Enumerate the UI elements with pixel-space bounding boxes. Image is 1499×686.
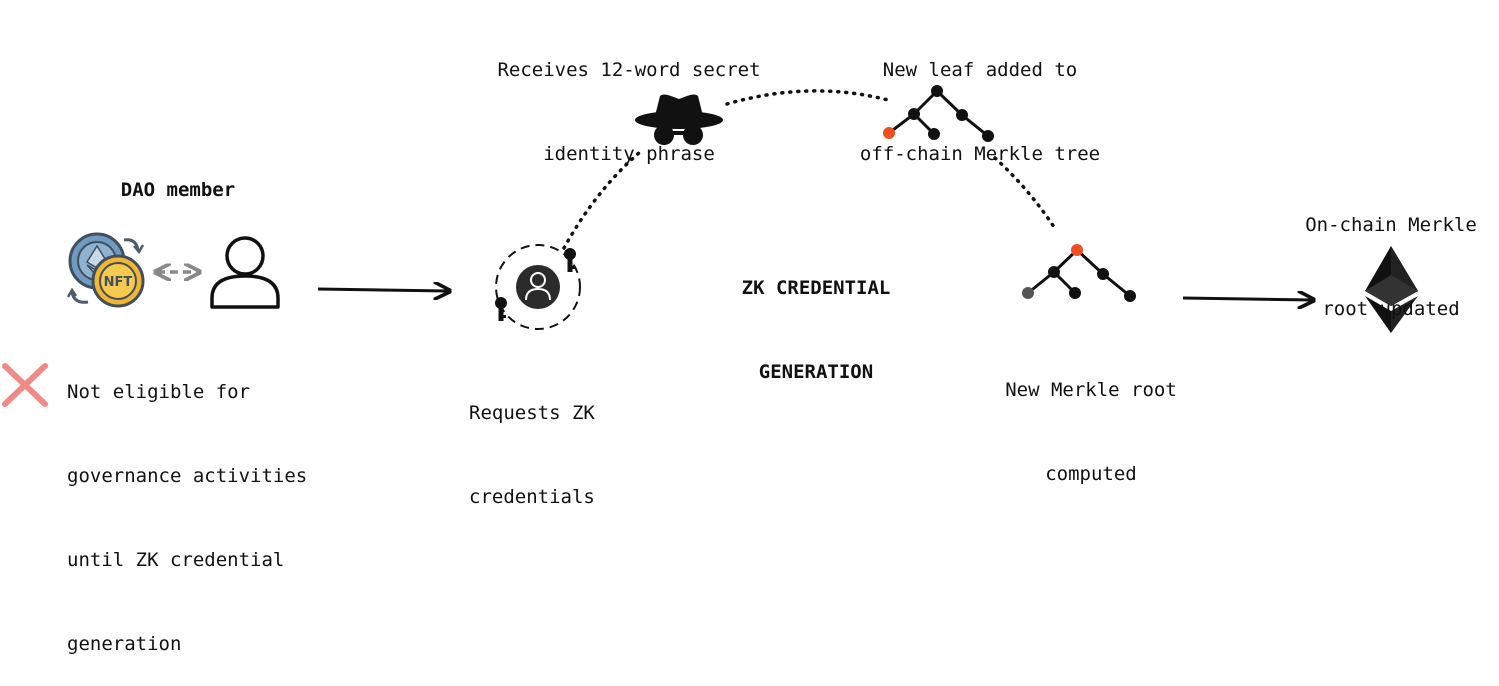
caption-line: New Merkle root (1005, 379, 1177, 401)
caption-line: credentials (469, 486, 595, 508)
spy-hat-glasses-icon (635, 94, 723, 145)
svg-text:NFT: NFT (104, 275, 133, 290)
dao-member-title: DAO member (120, 179, 236, 201)
onchain-caption: On-chain Merkle root updated (1291, 155, 1491, 351)
caption-line: On-chain Merkle (1305, 214, 1477, 236)
caption-line: root updated (1322, 298, 1460, 320)
caption-line: computed (1045, 463, 1137, 485)
arrow-to-request (317, 289, 448, 291)
caption-line: Receives 12-word secret (497, 59, 761, 81)
request-caption: Requests ZK credentials (469, 343, 595, 539)
dotted-connector (993, 156, 1058, 232)
center-title: ZK CREDENTIAL GENERATION (706, 218, 926, 414)
user-icon (210, 236, 280, 309)
title-line: GENERATION (758, 361, 874, 383)
root-caption: New Merkle root computed (991, 320, 1191, 516)
title-line: ZK CREDENTIAL (741, 277, 891, 299)
key-icon (564, 248, 576, 272)
merkle-tree-icon (883, 85, 994, 142)
status-line: generation (67, 633, 182, 655)
secret-caption: Receives 12-word secret identity phrase (479, 0, 779, 196)
merkle-tree-icon (1022, 244, 1136, 302)
dotted-connector (562, 150, 642, 250)
key-icon (495, 297, 507, 321)
status-line: until ZK credential (67, 549, 285, 571)
caption-line: Requests ZK (469, 402, 595, 424)
caption-line: New leaf added to (882, 59, 1078, 81)
status-line: governance activities (67, 465, 308, 487)
arrow-to-onchain (1182, 298, 1312, 300)
crypto-nft-assets-icon: NFT (66, 232, 145, 308)
ethereum-icon (1365, 246, 1418, 333)
caption-line: identity phrase (543, 143, 715, 165)
eligibility-status: Not eligible for governance activities u… (67, 322, 307, 686)
leaf-caption: New leaf added to off-chain Merkle tree (840, 0, 1120, 196)
status-line: Not eligible for (67, 381, 251, 403)
user-circle-icon (495, 244, 581, 330)
x-mark-icon (2, 363, 48, 407)
caption-line: off-chain Merkle tree (859, 143, 1101, 165)
dotted-connector (725, 89, 890, 106)
